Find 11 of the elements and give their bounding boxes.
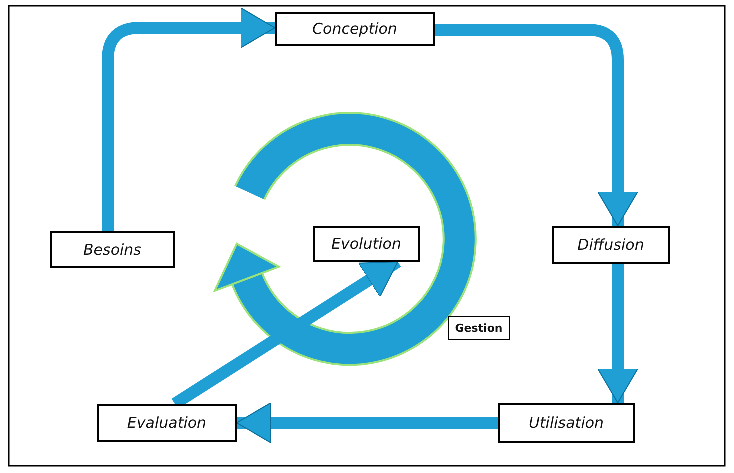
process-box: Besoins: [50, 231, 175, 268]
process-box: Conception: [275, 12, 435, 46]
arrow: [236, 402, 498, 444]
process-box: Evolution: [313, 226, 420, 262]
process-box: Evaluation: [97, 404, 237, 442]
process-box: Utilisation: [498, 403, 635, 443]
process-box: Gestion: [448, 316, 510, 340]
arrow: [102, 8, 276, 231]
arrow: [598, 264, 638, 404]
process-box: Diffusion: [552, 226, 670, 264]
arrow: [435, 24, 638, 226]
